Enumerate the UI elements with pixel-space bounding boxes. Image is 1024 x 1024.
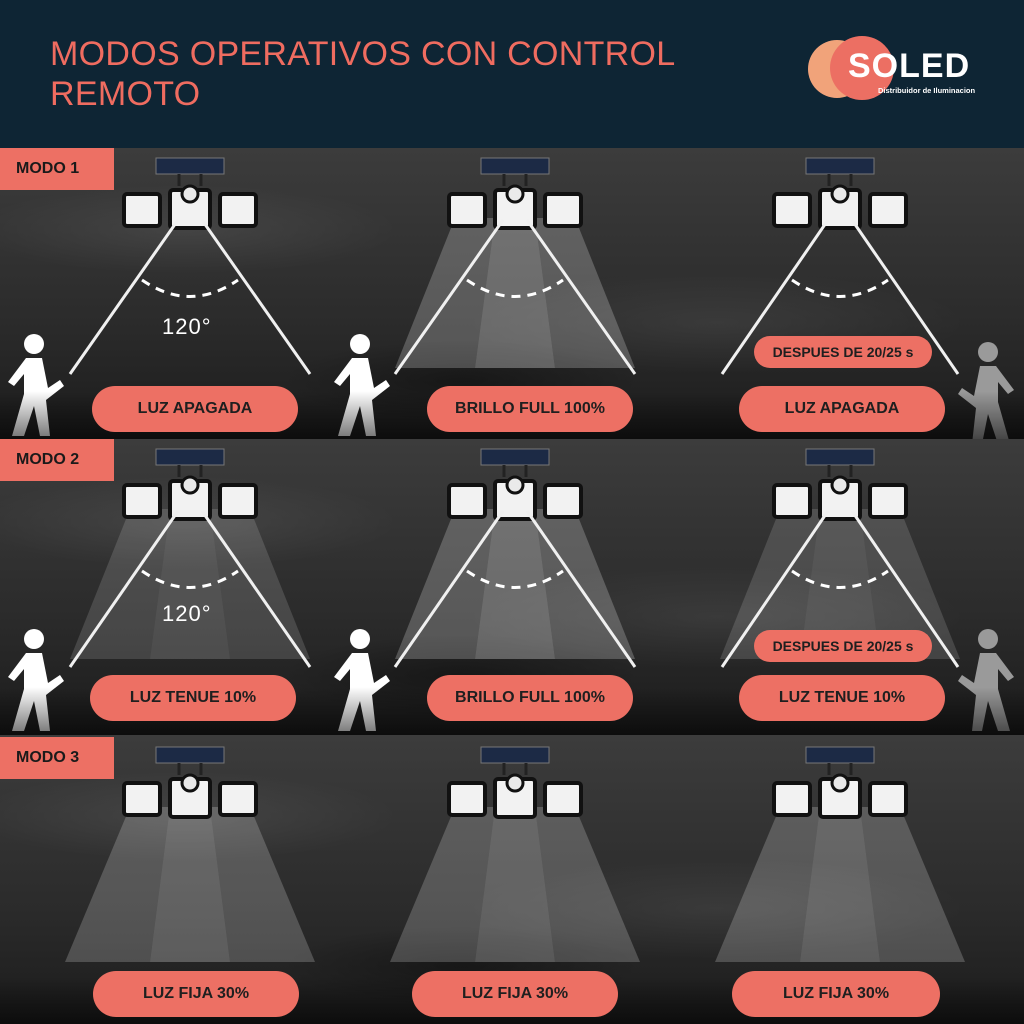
mode-1-label: MODO 1 [0, 148, 114, 190]
logo-circle-front [830, 36, 894, 100]
mode-2-note-3: DESPUES DE 20/25 s [754, 630, 932, 662]
mode-2-status-3: LUZ TENUE 10% [739, 675, 945, 721]
mode-2-illustration [8, 448, 1014, 731]
mode-3-label: MODO 3 [0, 737, 114, 779]
walking-person-icon [8, 334, 64, 436]
page-title: MODOS OPERATIVOS CON CONTROL REMOTO [50, 35, 676, 113]
mode-2-status-2: BRILLO FULL 100% [427, 675, 633, 721]
header-banner: MODOS OPERATIVOS CON CONTROL REMOTO SOLE… [0, 0, 1024, 148]
mode-2-section: MODO 2 120° LUZ TENUE 10% BRILLO FULL 10… [0, 439, 1024, 735]
mode-2-angle-label: 120° [162, 601, 212, 626]
mode-2-label: MODO 2 [0, 439, 114, 481]
mode-3-illustration [65, 746, 965, 962]
solar-light-fixture-icon [122, 157, 258, 230]
mode-1-status-2: BRILLO FULL 100% [427, 386, 633, 432]
mode-1-section: MODO 1 120° LUZ APAGADA BRILLO FULL 100%… [0, 148, 1024, 439]
mode-2-status-1: LUZ TENUE 10% [90, 675, 296, 721]
mode-1-status-3: LUZ APAGADA [739, 386, 945, 432]
mode-3-status-2: LUZ FIJA 30% [412, 971, 618, 1017]
logo-tagline: Distribuidor de Iluminacion [878, 86, 976, 95]
mode-1-illustration [8, 157, 1014, 439]
mode-3-status-3: LUZ FIJA 30% [732, 971, 940, 1017]
logo-wordmark: SOLED [848, 47, 971, 85]
mode-1-status-1: LUZ APAGADA [92, 386, 298, 432]
mode-3-status-1: LUZ FIJA 30% [93, 971, 299, 1017]
soled-logo: SOLED Distribuidor de Iluminacion [806, 36, 996, 106]
mode-1-angle-label: 120° [162, 314, 212, 339]
mode-1-note-3: DESPUES DE 20/25 s [754, 336, 932, 368]
detection-arc-icon [141, 278, 239, 298]
mode-3-section: MODO 3 LUZ FIJA 30% LUZ FIJA 30% LUZ FIJ… [0, 735, 1024, 1024]
